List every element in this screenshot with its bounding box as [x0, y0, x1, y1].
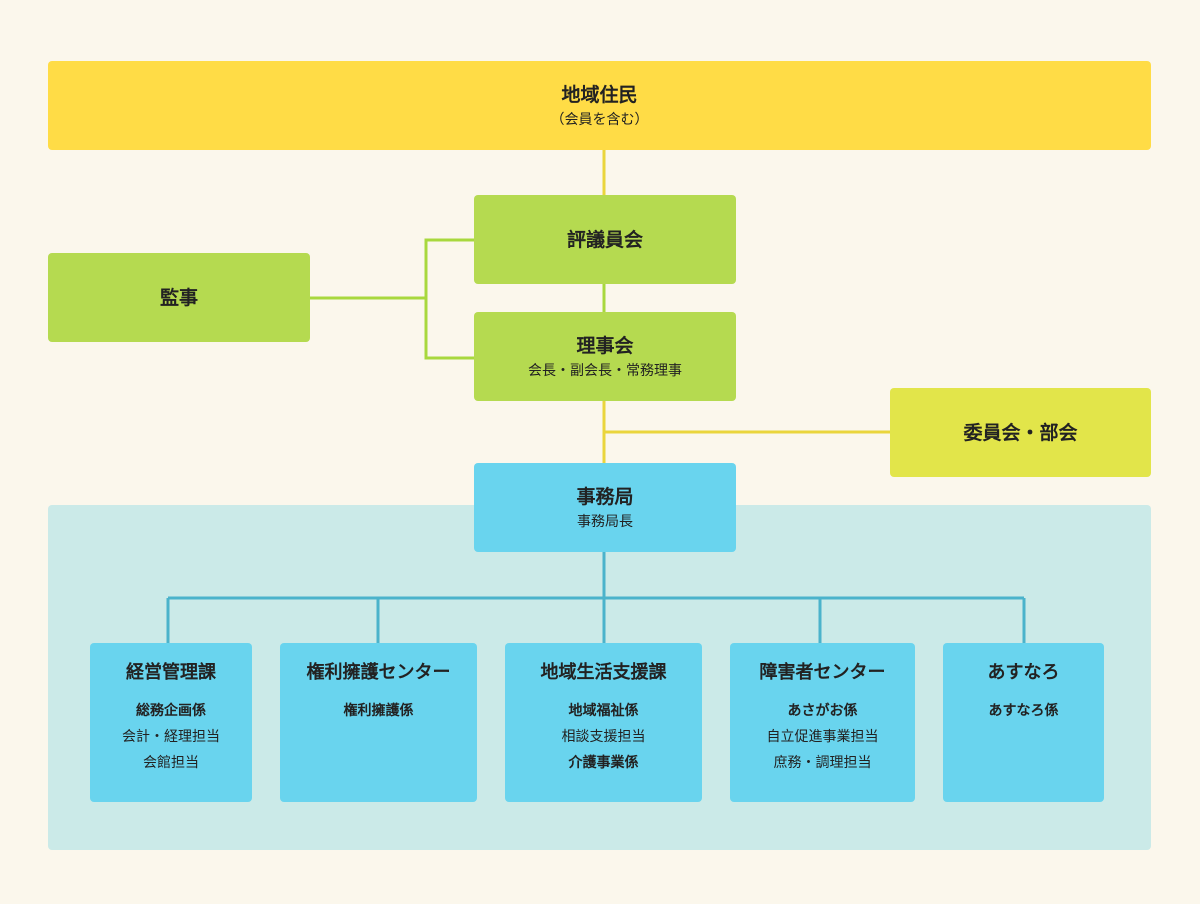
committee-title: 委員会・部会	[963, 421, 1078, 444]
residents-box: 地域住民 （会員を含む）	[48, 61, 1151, 150]
connector-auditor	[424, 238, 474, 360]
dept-community-support: 地域生活支援課 地域福祉係 相談支援担当 介護事業係	[505, 643, 702, 802]
dept-disability-center: 障害者センター あさがお係 自立促進事業担当 庶務・調理担当	[730, 643, 915, 802]
dept-item: 介護事業係	[568, 755, 639, 771]
auditor-title: 監事	[159, 286, 198, 309]
residents-title: 地域住民	[561, 83, 638, 106]
committee-box: 委員会・部会	[890, 388, 1151, 477]
dept-title: 権利擁護センター	[306, 662, 451, 683]
board-box: 理事会 会長・副会長・常務理事	[474, 312, 736, 401]
dept-asunaro: あすなろ あすなろ係	[943, 643, 1104, 802]
dept-title: 地域生活支援課	[540, 662, 667, 683]
dept-title: 経営管理課	[126, 662, 216, 683]
dept-item: 会計・経理担当	[122, 729, 220, 745]
board-subtitle: 会長・副会長・常務理事	[528, 362, 682, 379]
dept-management: 経営管理課 総務企画係 会計・経理担当 会館担当	[90, 643, 252, 802]
dept-item: 総務企画係	[136, 703, 206, 719]
office-box: 事務局 事務局長	[474, 463, 736, 552]
dept-item: 権利擁護係	[343, 703, 414, 719]
council-box: 評議員会	[474, 195, 736, 284]
office-subtitle: 事務局長	[577, 513, 633, 530]
dept-item: あさがお係	[787, 703, 858, 719]
dept-item: 相談支援担当	[561, 729, 646, 745]
dept-rights-center: 権利擁護センター 権利擁護係	[280, 643, 477, 802]
dept-item: 会館担当	[143, 755, 199, 771]
auditor-box: 監事	[48, 253, 310, 342]
council-title: 評議員会	[566, 228, 643, 251]
dept-item: 自立促進事業担当	[766, 729, 879, 745]
dept-title: あすなろ	[987, 662, 1060, 683]
office-title: 事務局	[576, 485, 634, 508]
dept-item: 庶務・調理担当	[773, 755, 872, 771]
dept-item: あすなろ係	[988, 703, 1059, 719]
dept-item: 地域福祉係	[568, 703, 639, 719]
board-title: 理事会	[576, 334, 634, 357]
dept-title: 障害者センター	[759, 662, 886, 683]
residents-subtitle: （会員を含む）	[550, 111, 649, 128]
